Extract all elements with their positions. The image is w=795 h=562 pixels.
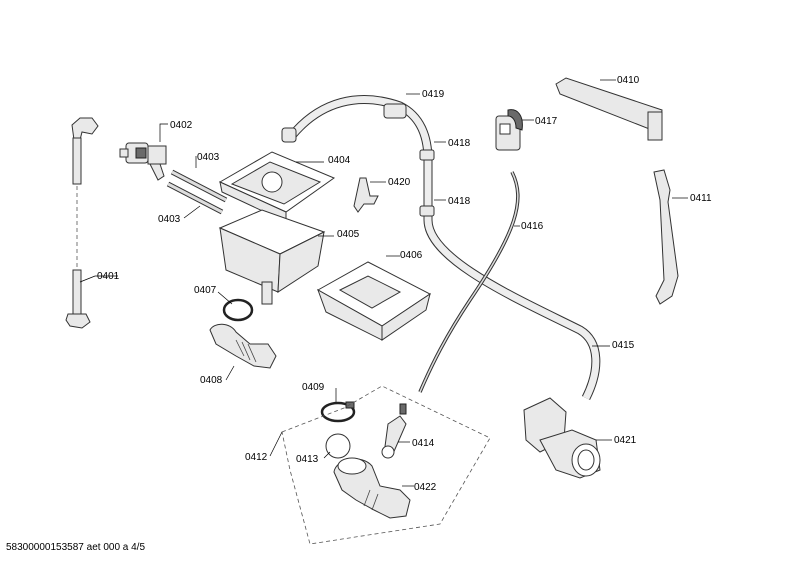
label-0413: 0413 [296,454,319,465]
label-0409: 0409 [302,382,325,393]
leader-lines [79,79,688,487]
label-0403-upper: 0403 [197,152,220,163]
part-0421-drain-pump [523,397,601,479]
label-0422: 0422 [414,482,437,493]
label-0419: 0419 [422,89,445,100]
part-0420-clip [353,177,379,213]
part-0407-seal-ring [222,298,254,322]
label-0417: 0417 [535,116,558,127]
label-0406: 0406 [400,250,423,261]
label-0414: 0414 [412,438,435,449]
part-0414-sensor [381,403,407,459]
label-0421: 0421 [614,435,637,446]
part-0408-bellows-hose [209,323,277,369]
part-0415-0419-drain-hose [281,95,601,401]
label-0408: 0408 [200,375,223,386]
label-0418-upper: 0418 [448,138,471,149]
part-0402-inlet-valve [119,142,167,181]
label-0420: 0420 [388,177,411,188]
part-0401-inlet-hose [65,117,99,329]
document-footer: 58300000153587 aet 000 a 4/5 [6,542,145,553]
part-0422-sump-hose [333,457,411,519]
part-0412-sump-assembly-outline [281,385,491,545]
label-0416: 0416 [521,221,544,232]
label-0418-lower: 0418 [448,196,471,207]
part-0406-detergent-drawer [316,261,431,341]
label-0407: 0407 [194,285,217,296]
label-0415: 0415 [612,340,635,351]
label-0402: 0402 [170,120,193,131]
part-0403-rods [166,169,228,215]
label-0405: 0405 [337,229,360,240]
label-0404: 0404 [328,155,351,166]
part-0416-pressure-pipe [418,171,520,393]
part-0413-ball [325,433,351,459]
part-labels: 0401 0402 0403 0403 0404 0405 0406 0407 … [97,75,712,493]
part-0410-top-bracket [555,77,663,141]
part-0409-clamp-ring [320,401,356,423]
part-0404-dispenser-cover [218,151,336,223]
label-0410: 0410 [617,75,640,86]
part-0405-dispenser-housing [218,209,326,305]
label-0411: 0411 [690,193,712,204]
label-0412: 0412 [245,452,268,463]
label-0401: 0401 [97,271,120,282]
part-0411-side-bracket [653,169,679,305]
part-0417-pressure-switch [495,109,523,151]
label-0403-lower: 0403 [158,214,181,225]
